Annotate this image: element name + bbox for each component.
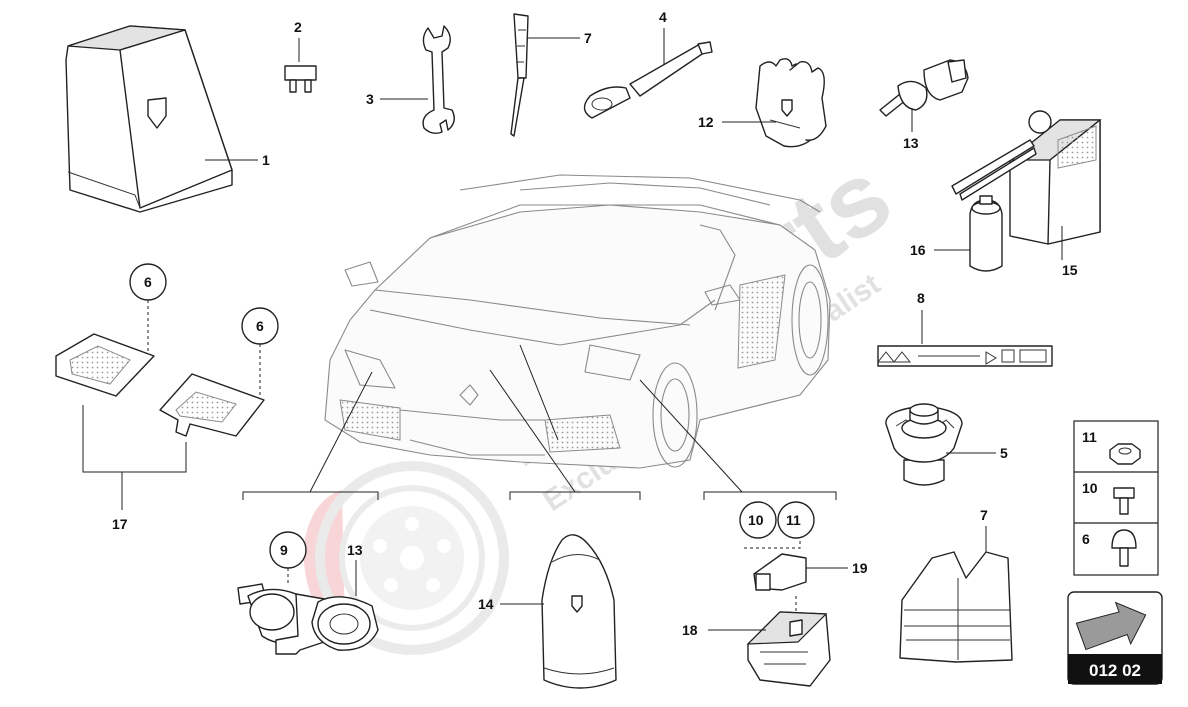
callout-8: 7 (584, 30, 592, 46)
part-4-tow-eye[interactable]: 4 (583, 9, 713, 119)
page-code-badge: 012 02 (1067, 591, 1163, 685)
callout-5: 5 (1000, 445, 1008, 461)
callout-4: 4 (659, 9, 667, 25)
part-15-mat-set[interactable]: 6 6 17 (55, 263, 279, 532)
callout-9: 8 (917, 290, 925, 306)
nut-icon (1109, 443, 1141, 465)
part-17-bracket[interactable]: 10 11 19 (739, 501, 868, 616)
part-12-gloves[interactable]: 12 (698, 58, 827, 148)
callout-20: 16 (910, 242, 926, 258)
glove-logo-icon (781, 99, 793, 117)
part-19-tyre-repair-kit[interactable]: 15 (951, 110, 1102, 278)
callout-14: 14 (478, 596, 494, 612)
legend-11: 11 (1082, 429, 1097, 445)
callout-12: 12 (698, 114, 714, 130)
legend-6: 6 (1082, 531, 1090, 547)
legend-10: 10 (1082, 480, 1098, 496)
callout-1: 1 (262, 152, 270, 168)
part-18-bulb-socket[interactable]: 13 (879, 59, 969, 151)
callout-10b: 10 (748, 512, 764, 528)
part-1-warning-triangle-case[interactable]: 1 (65, 25, 270, 213)
leader-lines (242, 344, 837, 500)
callout-3: 3 (366, 91, 374, 107)
part-20-sealant-bottle[interactable]: 16 (910, 195, 1003, 272)
part-14-storage-bag[interactable]: 14 (478, 534, 617, 689)
car-illustration (324, 174, 831, 469)
callout-7: 7 (980, 507, 988, 523)
callout-2: 2 (294, 19, 302, 35)
part-3-open-wrench[interactable]: 3 (366, 25, 455, 135)
lamborghini-shield-icon (147, 97, 167, 129)
part-9-warning-label[interactable]: 8 (876, 290, 1053, 367)
hardware-legend: 11 10 6 (1073, 420, 1159, 576)
page-arrow-icon (1075, 601, 1147, 651)
callout-15: 17 (112, 516, 128, 532)
part-2-fuse[interactable]: 2 (284, 19, 317, 93)
callout-6a: 6 (144, 274, 152, 290)
callout-17: 19 (852, 560, 868, 576)
callout-18: 13 (903, 135, 919, 151)
callout-16: 18 (682, 622, 698, 638)
part-5-wheel-lock-adapter[interactable]: 5 (885, 403, 1008, 486)
callout-13: 13 (347, 542, 363, 558)
callout-10a: 9 (280, 542, 288, 558)
part-7-safety-vest[interactable]: 7 (899, 507, 1013, 663)
part-13-horn-set[interactable]: 9 13 (237, 531, 379, 655)
bag-logo-icon (571, 595, 583, 613)
clip-icon (1111, 529, 1137, 567)
callout-11a: 11 (786, 512, 801, 528)
callout-6b: 6 (256, 318, 264, 334)
part-16-control-unit[interactable]: 18 (682, 611, 831, 687)
page-code: 012 02 (1089, 661, 1141, 680)
callout-19: 15 (1062, 262, 1078, 278)
bolt-icon (1113, 487, 1135, 515)
part-8-screwdriver[interactable]: 7 (510, 13, 592, 137)
